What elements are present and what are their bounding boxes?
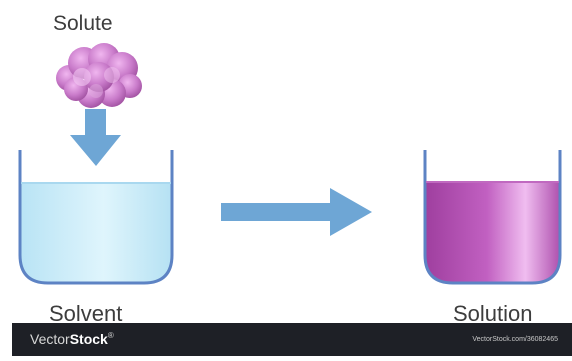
solution-label: Solution (453, 303, 533, 325)
stock-url: VectorStock.com/36082465 (472, 336, 558, 343)
down-arrow-icon (70, 109, 121, 166)
solute-label: Solute (53, 13, 113, 34)
solute-cloud-icon (56, 43, 142, 108)
solution-beaker (424, 150, 561, 284)
brand-suffix: Stock (70, 331, 108, 347)
bottom-strip (0, 356, 572, 361)
brand-mark: ® (108, 331, 114, 340)
solvent-beaker (19, 150, 173, 284)
vectorstock-logo: VectorStock® (30, 332, 114, 346)
process-arrow-icon (221, 188, 372, 236)
brand-prefix: Vector (30, 331, 70, 347)
solvent-label: Solvent (49, 303, 122, 325)
watermark-banner: VectorStock® VectorStock.com/36082465 (12, 323, 572, 356)
